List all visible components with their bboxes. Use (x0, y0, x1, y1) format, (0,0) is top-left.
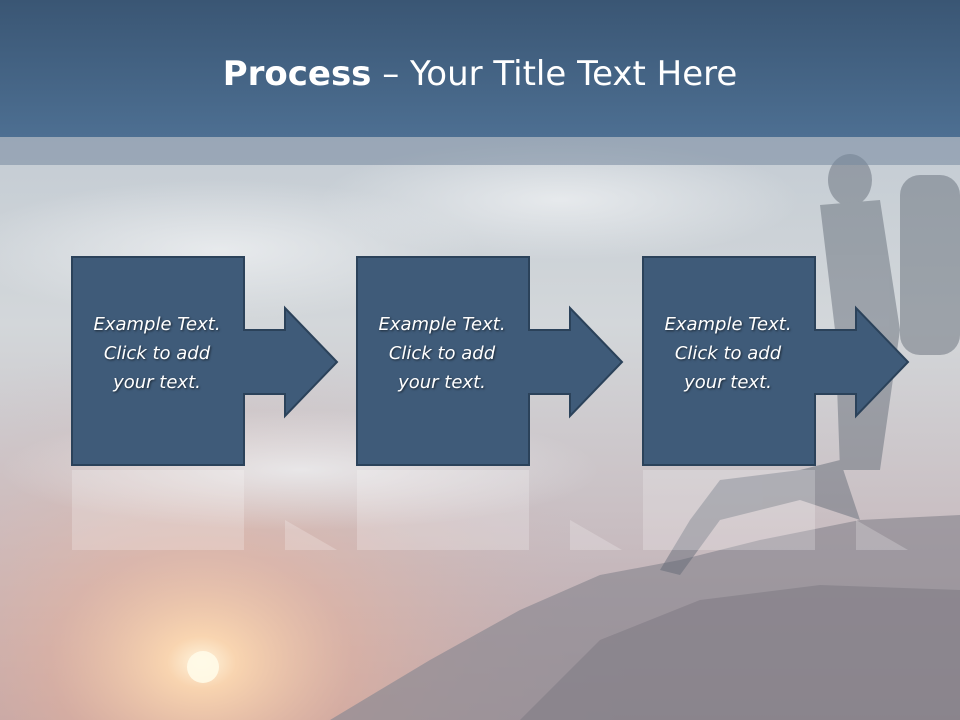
step-arrow-shape (356, 256, 624, 466)
step-line: your text. (684, 372, 772, 393)
process-step-1[interactable]: Example Text. Click to add your text. (71, 256, 343, 468)
title-bold: Process (222, 54, 372, 94)
step-text: Example Text. Click to add your text. (71, 310, 243, 397)
header-band (0, 137, 960, 165)
step-line: Click to add (103, 343, 211, 364)
step-line: your text. (113, 372, 201, 393)
step-line: Click to add (388, 343, 496, 364)
step-text: Example Text. Click to add your text. (642, 310, 814, 397)
step-line: your text. (398, 372, 486, 393)
slide-title[interactable]: Process – Your Title Text Here (0, 52, 960, 96)
step-line: Example Text. (93, 314, 221, 335)
step-line: Example Text. (378, 314, 506, 335)
process-step-2[interactable]: Example Text. Click to add your text. (356, 256, 628, 468)
title-rest: – Your Title Text Here (371, 54, 738, 94)
step-text: Example Text. Click to add your text. (356, 310, 528, 397)
step-arrow-shape (642, 256, 910, 466)
step-line: Example Text. (664, 314, 792, 335)
process-step-3[interactable]: Example Text. Click to add your text. (642, 256, 914, 468)
title-bar (0, 0, 960, 137)
step-arrow-shape (71, 256, 339, 466)
step-line: Click to add (674, 343, 782, 364)
